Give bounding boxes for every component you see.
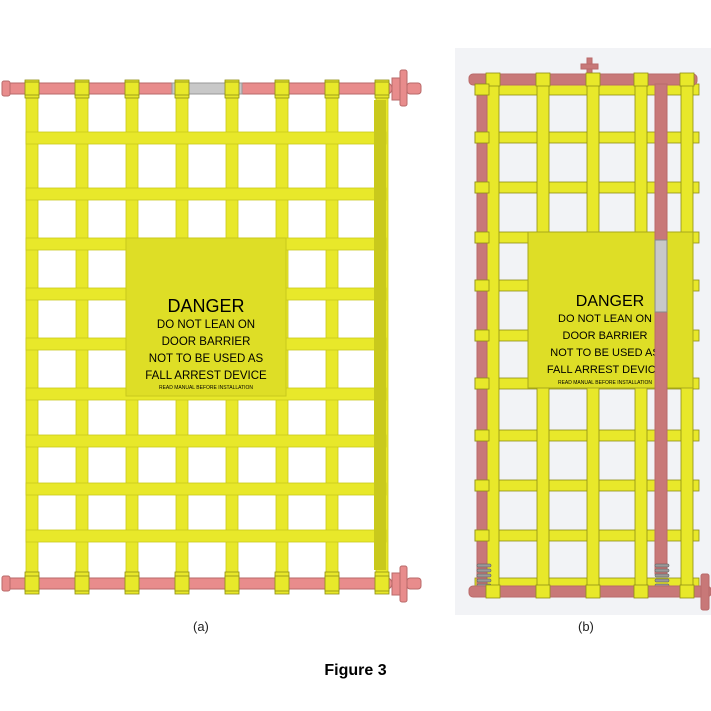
barrier-installed-drawing: DANGER DO NOT LEAN ON DOOR BARRIER NOT T… [455,48,711,615]
rail-sleeve-a [171,82,243,95]
sign-line-2-a: DO NOT LEAN ON [157,319,255,331]
caption-b: (b) [578,619,594,634]
top-rail-wrap-a [124,81,140,96]
top-rail-pin-head-b [580,63,599,70]
panel-b-side-view: DANGER DO NOT LEAN ON DOOR BARRIER NOT T… [455,48,711,615]
horizontal-strap-a [25,434,387,448]
spring-coil-b [654,563,670,568]
bottom-rail-wrap-b [485,584,501,599]
top-rail-flange-a [391,77,401,101]
sign-line-4-b: NOT TO BE USED AS [550,347,659,359]
sign-line-5-b: FALL ARREST DEVICE [547,364,663,376]
bottom-rail-flange-a [391,572,401,596]
spring-coil-b [476,563,492,568]
panel-a-front-view: DANGER DO NOT LEAN ON DOOR BARRIER NOT T… [0,60,430,605]
top-rail-mount-plate-a [399,69,408,107]
spring-coil-b [476,568,492,573]
left-rail-clip-b [474,429,490,442]
bottom-rail-wrap-a [74,575,90,592]
sign-line-danger-b: DANGER [576,293,644,310]
bottom-rail-mount-b [700,573,710,611]
bottom-rail-wrap-a [24,575,40,592]
left-rail-clip-b [474,329,490,342]
top-rail-wrap-a [174,81,190,96]
top-rail-wrap-b [679,72,695,87]
top-rail-wrap-b [535,72,551,87]
left-rail-clip-b [474,83,490,96]
sign-line-4-a: NOT TO BE USED AS [149,353,264,365]
warning-sign-b: DANGER DO NOT LEAN ON DOOR BARRIER NOT T… [527,231,694,389]
top-rail-wrap-a [74,81,90,96]
bottom-rail-wrap-b [633,584,649,599]
top-rail-wrap-b [485,72,501,87]
left-rail-clip-b [474,529,490,542]
sign-line-3-b: DOOR BARRIER [563,330,648,342]
bottom-rail-wrap-b [535,584,551,599]
bottom-rail-mount-plate-a [399,565,408,603]
bottom-rail-wrap-a [174,575,190,592]
caption-a: (a) [193,619,209,634]
left-rail-clip-b [474,279,490,292]
bottom-rail-wrap-a [224,575,240,592]
spring-coil-b [476,578,492,583]
vertical-strap-a [75,85,89,589]
sign-line-3-a: DOOR BARRIER [162,336,251,348]
top-rail-wrap-a [24,81,40,96]
horizontal-strap-a [25,131,387,145]
top-rail-wrap-a [374,81,390,96]
warning-sign-a: DANGER DO NOT LEAN ON DOOR BARRIER NOT T… [125,237,287,397]
sign-plate-a [125,237,287,397]
sign-line-6-b: READ MANUAL BEFORE INSTALLATION [558,380,652,386]
bottom-rail-wrap-a [324,575,340,592]
left-rail-clip-b [474,377,490,390]
left-rail-clip-b [474,231,490,244]
spring-coil-b [654,573,670,578]
vertical-pole-b [654,83,668,575]
bottom-rail-endcap-left-a [1,575,11,592]
mounting-bars-b [468,57,711,611]
top-rail-wrap-b [633,72,649,87]
pole-sleeve-b [654,239,668,313]
horizontal-strap-a [25,482,387,496]
horizontal-strap-a [25,187,387,201]
spring-coil-b [654,578,670,583]
vertical-strap-a [25,85,39,589]
sign-line-5-a: FALL ARREST DEVICE [145,370,267,382]
top-rail-wrap-a [274,81,290,96]
bottom-rail-wrap-b [585,584,601,599]
bottom-rail-wrap-a [374,575,390,592]
bottom-rail-knob-a [406,577,422,590]
top-rail-wrap-b [585,72,601,87]
left-rail-clip-b [474,479,490,492]
spring-coil-b [476,573,492,578]
bottom-rail-wrap-b [679,584,695,599]
left-rail-clip-b [474,131,490,144]
top-rail-wrap-a [324,81,340,96]
top-rail-b [468,73,698,86]
bottom-rail-wrap-a [274,575,290,592]
left-rail-clip-b [474,181,490,194]
sign-line-danger-a: DANGER [167,296,244,316]
bottom-rail-wrap-a [124,575,140,592]
sign-line-6-a: READ MANUAL BEFORE INSTALLATION [159,385,253,391]
top-rail-endcap-left-a [1,80,11,97]
top-rail-knob-a [406,82,422,95]
top-rail-wrap-a [224,81,240,96]
sign-line-2-b: DO NOT LEAN ON [558,313,652,325]
edge-strap-a [374,100,386,570]
mounting-bars-a [1,69,422,603]
spring-coil-b [654,568,670,573]
horizontal-strap-a [25,529,387,543]
barrier-front-drawing: DANGER DO NOT LEAN ON DOOR BARRIER NOT T… [1,69,422,603]
figure-title: Figure 3 [324,662,387,679]
vertical-strap-a [325,85,339,589]
